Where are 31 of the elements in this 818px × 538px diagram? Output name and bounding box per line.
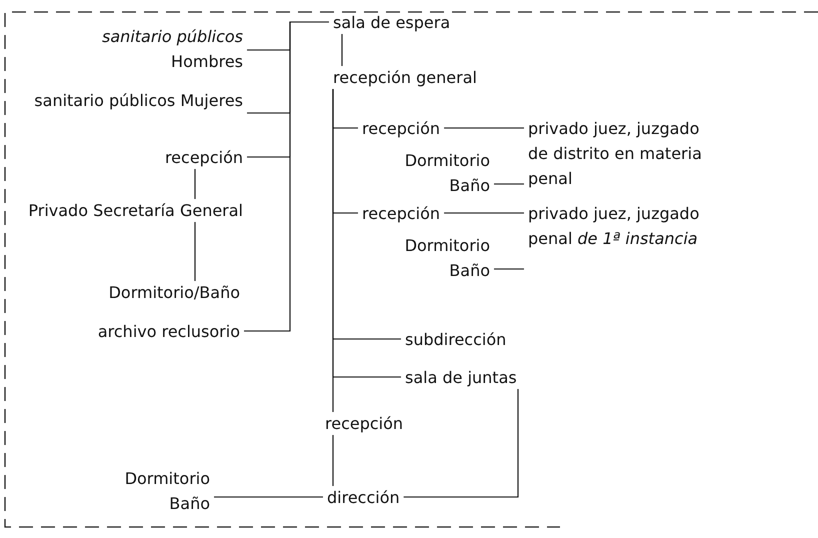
room-label: recepción [164,147,243,169]
room-label: recepción [362,118,440,140]
room-label: sala de juntas [405,367,517,389]
connector-line [214,496,323,498]
room-label: Dormitorio/Baño [108,282,240,304]
room-label: sanitario públicos Mujeres [34,90,243,112]
connector-line [332,435,334,486]
connector-line [194,169,196,199]
room-label: Dormitorio Baño [124,468,210,515]
room-label: sanitario públicos Hombres [101,26,243,73]
room-label: recepción general [333,67,477,89]
connector-line [404,389,519,498]
room-label: recepción [362,203,440,225]
connector-line [332,89,334,412]
connector-line [194,222,196,281]
connector-line [494,183,524,185]
room-label: subdirección [405,329,506,351]
room-label: Privado Secretaría General [28,200,243,222]
room-label: privado juez, juzgado penal de 1ª instancia [528,203,700,250]
room-label: Dormitorio Baño [404,150,490,197]
room-label: dirección [327,487,400,509]
connector-line [244,21,329,332]
connector-line [341,34,343,66]
connector-line [444,212,524,214]
room-label: sala de espera [333,12,450,34]
room-label: archivo reclusorio [98,321,240,343]
connector-line [444,127,524,129]
room-label: privado juez, juzgado de distrito en materia penal [528,118,703,190]
connector-line [494,268,524,270]
room-label: recepción [325,413,404,435]
room-label: Dormitorio Baño [404,235,490,282]
